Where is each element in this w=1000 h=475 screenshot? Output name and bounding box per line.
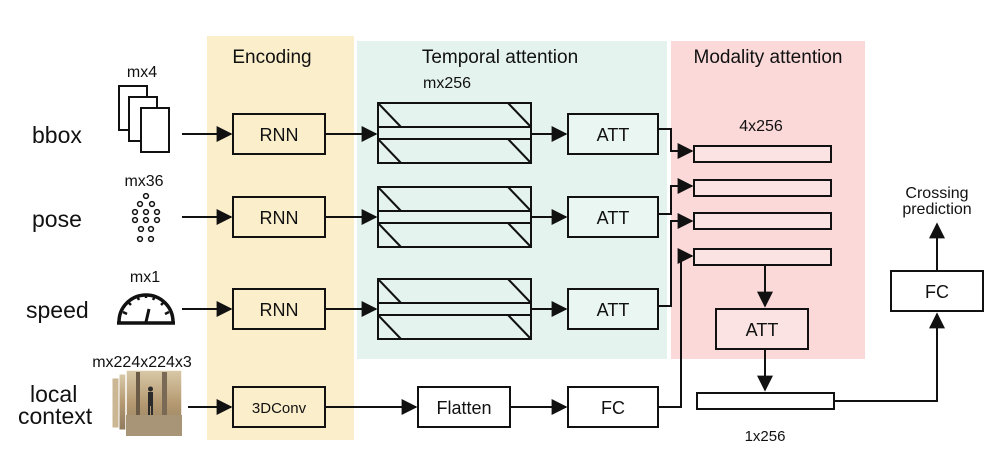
connectors xyxy=(182,126,945,415)
pose-keypoints-icon xyxy=(131,192,161,243)
bbox-dim: mx4 xyxy=(127,64,157,81)
modality-vector-3 xyxy=(693,212,832,230)
bbox-label: bbox xyxy=(32,122,82,148)
temporal-dim: mx256 xyxy=(423,75,471,92)
rnn-bbox-label: RNN xyxy=(260,125,299,145)
att-speed-label: ATT xyxy=(597,300,630,320)
flatten-block: Flatten xyxy=(417,386,511,428)
rnn-speed-label: RNN xyxy=(260,300,299,320)
context-label-line1: local xyxy=(30,381,77,407)
speed-label: speed xyxy=(26,297,89,323)
output-label-line1: Crossing xyxy=(905,185,968,202)
att-block-modality: ATT xyxy=(715,308,809,350)
conv3d-block: 3DConv xyxy=(232,386,326,428)
context-dim: mx224x224x3 xyxy=(92,354,192,371)
pose-dim: mx36 xyxy=(124,173,163,190)
fc-context-label: FC xyxy=(601,398,625,418)
fused-vector xyxy=(696,392,835,410)
output-label-line2: prediction xyxy=(902,201,971,218)
encoding-title: Encoding xyxy=(232,47,311,68)
rnn-block-bbox: RNN xyxy=(232,113,326,155)
att-modality-label: ATT xyxy=(746,320,779,340)
rnn-block-pose: RNN xyxy=(232,196,326,238)
bbox-stack-icon xyxy=(118,85,170,153)
modality-dim: 4x256 xyxy=(739,118,783,135)
modality-vector-4 xyxy=(693,248,832,266)
modality-vector-1 xyxy=(693,145,832,163)
fc-block-final: FC xyxy=(890,270,984,312)
att-block-pose: ATT xyxy=(567,196,659,238)
flatten-label: Flatten xyxy=(436,398,491,418)
speed-dim: mx1 xyxy=(130,269,160,286)
context-label-line2: context xyxy=(18,403,93,429)
speedometer-icon xyxy=(117,293,175,325)
temporal-title: Temporal attention xyxy=(422,47,578,68)
att-bbox-label: ATT xyxy=(597,125,630,145)
tensor-bbox xyxy=(377,102,532,164)
fc-final-label: FC xyxy=(925,282,949,302)
tensor-pose xyxy=(377,186,532,248)
modality-title: Modality attention xyxy=(694,47,843,68)
tensor-speed xyxy=(377,278,532,340)
image-stack-icon xyxy=(111,369,183,437)
rnn-block-speed: RNN xyxy=(232,288,326,330)
att-pose-label: ATT xyxy=(597,208,630,228)
conv3d-label: 3DConv xyxy=(252,400,307,417)
fused-dim: 1x256 xyxy=(745,428,786,445)
fc-block-context: FC xyxy=(567,386,659,428)
att-block-speed: ATT xyxy=(567,288,659,330)
att-block-bbox: ATT xyxy=(567,113,659,155)
rnn-pose-label: RNN xyxy=(260,208,299,228)
pose-label: pose xyxy=(32,206,82,232)
modality-vector-2 xyxy=(693,179,832,197)
